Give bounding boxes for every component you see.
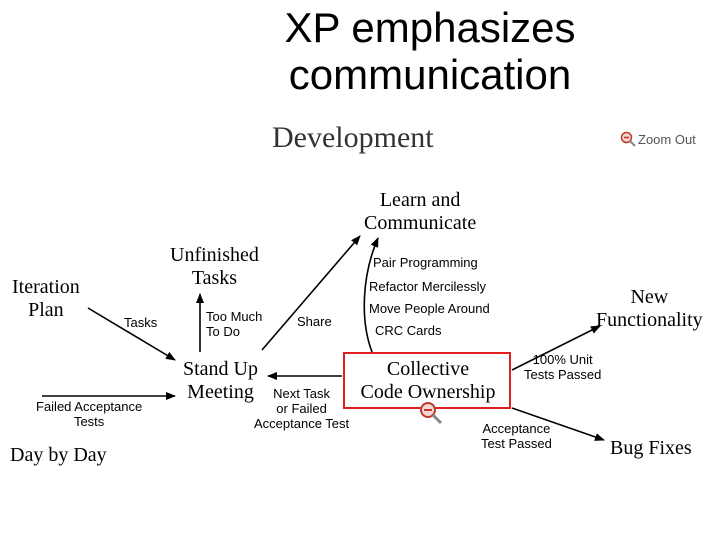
arrow-collective-to-learn	[363, 237, 379, 353]
label-failed-acceptance: Failed Acceptance Tests	[36, 399, 142, 429]
node-day-by-day: Day by Day	[10, 444, 107, 466]
node-learn-communicate: Learn and Communicate	[364, 189, 476, 235]
node-learn-communicate-line-1: Learn and	[379, 189, 461, 211]
zoom-out-button[interactable]: Zoom Out	[620, 131, 696, 147]
node-new-functionality-line-1: New	[630, 286, 669, 308]
arrow-standup-to-learn	[261, 235, 361, 351]
node-stand-up-meeting: Stand Up Meeting	[183, 358, 258, 404]
node-learn-communicate-line-2: Communicate	[364, 212, 477, 234]
slide-title: XP emphasizes communication	[0, 4, 720, 98]
node-new-functionality-line-2: Functionality	[596, 309, 703, 331]
label-next-task-line-3: Acceptance Test	[254, 416, 350, 431]
slide-title-line-1: XP emphasizes	[284, 4, 576, 51]
node-unfinished-tasks-line-1: Unfinished	[170, 244, 259, 266]
zoom-out-label: Zoom Out	[638, 131, 696, 147]
node-new-functionality: New Functionality	[596, 286, 703, 332]
node-stand-up-line-2: Meeting	[187, 381, 254, 403]
label-crc-cards: CRC Cards	[375, 323, 442, 338]
arrow-iteration-to-standup	[87, 307, 176, 361]
arrow-collective-to-newfunc	[511, 325, 601, 371]
node-iteration-plan-line-2: Plan	[28, 299, 64, 321]
label-too-much-line-1: Too Much	[206, 309, 263, 324]
node-bug-fixes: Bug Fixes	[610, 437, 692, 459]
label-failed-acceptance-line-2: Tests	[73, 414, 105, 429]
node-unfinished-tasks-line-2: Tasks	[191, 267, 238, 289]
label-failed-acceptance-line-1: Failed Acceptance	[36, 399, 143, 414]
label-too-much-line-2: To Do	[206, 324, 240, 339]
label-next-task-line-1: Next Task	[273, 386, 330, 401]
label-unit-tests-line-1: 100% Unit	[532, 352, 593, 367]
node-collective-line-2: Code Ownership	[360, 381, 496, 403]
node-stand-up-line-1: Stand Up	[183, 358, 258, 380]
label-move-people-around: Move People Around	[369, 301, 490, 316]
slide-title-line-2: communication	[288, 51, 572, 98]
label-acceptance-passed: Acceptance Test Passed	[481, 421, 552, 451]
label-acceptance-passed-line-1: Acceptance	[482, 421, 551, 436]
zoom-in-icon[interactable]	[418, 400, 444, 426]
node-iteration-plan-line-1: Iteration	[12, 276, 80, 298]
label-tasks: Tasks	[124, 315, 158, 330]
node-collective-code-ownership: Collective Code Ownership	[353, 358, 503, 404]
label-refactor-mercilessly: Refactor Mercilessly	[369, 279, 487, 294]
label-next-task-line-2: or Failed	[276, 401, 327, 416]
label-share: Share	[297, 314, 332, 329]
zoom-out-icon	[620, 131, 636, 147]
label-too-much: Too Much To Do	[206, 309, 262, 339]
label-next-task: Next Task or Failed Acceptance Test	[254, 386, 349, 431]
node-iteration-plan: Iteration Plan	[12, 276, 80, 322]
label-unit-tests: 100% Unit Tests Passed	[524, 352, 601, 382]
node-collective-line-1: Collective	[386, 358, 470, 380]
label-pair-programming: Pair Programming	[373, 255, 478, 270]
label-unit-tests-line-2: Tests Passed	[524, 367, 602, 382]
label-acceptance-passed-line-2: Test Passed	[481, 436, 552, 451]
diagram-heading: Development	[272, 121, 434, 154]
arrow-collective-to-bugfixes	[511, 407, 605, 441]
node-unfinished-tasks: Unfinished Tasks	[170, 244, 259, 290]
